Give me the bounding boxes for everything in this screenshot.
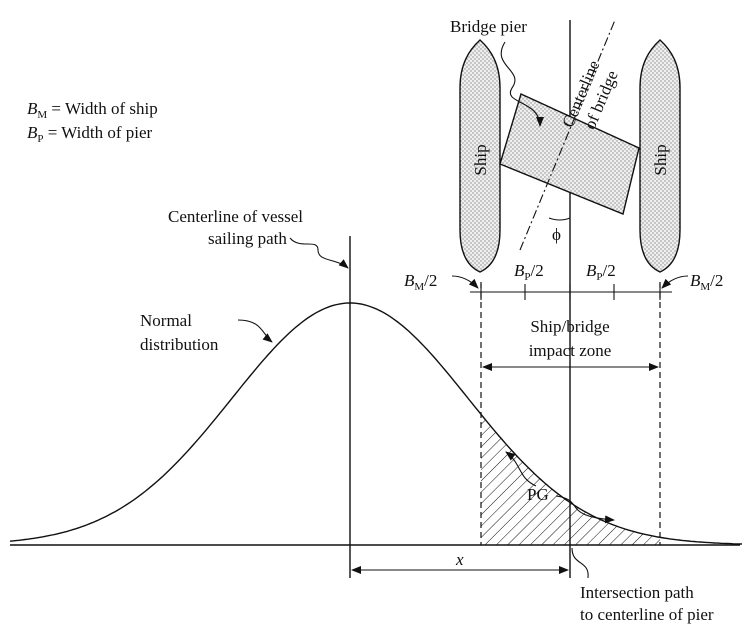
ship-right-label: Ship	[651, 144, 670, 175]
ship-right	[639, 39, 681, 273]
bridge-skew-centerline	[519, 19, 616, 251]
x-label: x	[455, 550, 464, 569]
dim-bm-left-label: BM/2	[404, 271, 437, 293]
dim-bp-left-label: BP/2	[514, 261, 544, 283]
normal-distribution-curve	[9, 302, 743, 545]
normal-distribution-leader	[237, 319, 273, 343]
vessel-centerline-label-2: sailing path	[208, 229, 287, 248]
phi-angle-arc	[548, 217, 571, 221]
ship-left	[459, 39, 501, 273]
impact-zone-label-2: impact zone	[529, 341, 612, 360]
pg-leader-right	[555, 495, 615, 524]
bm-right-arrow	[661, 275, 689, 289]
dim-bp-right-label: BP/2	[586, 261, 616, 283]
normal-distribution-label-1: Normal	[140, 311, 192, 330]
intersection-label-1: Intersection path	[580, 583, 694, 602]
legend-width-of-pier: BP = Width of pier	[27, 123, 153, 145]
pg-label: PG	[527, 485, 549, 504]
dim-bm-right-label: BM/2	[690, 271, 723, 293]
phi-label: ϕ	[552, 225, 561, 244]
bm-left-arrow	[451, 275, 479, 289]
normal-distribution-label-2: distribution	[140, 335, 219, 354]
vessel-centerline-label-1: Centerline of vessel	[168, 207, 303, 226]
intersection-leader	[571, 547, 589, 579]
intersection-label-2: to centerline of pier	[580, 605, 714, 624]
bridge-pier-leader	[500, 41, 544, 127]
impact-zone-label-1: Ship/bridge	[530, 317, 609, 336]
ship-left-label: Ship	[471, 144, 490, 175]
bridge-pier	[499, 93, 640, 215]
legend-width-of-ship: BM = Width of ship	[27, 99, 158, 121]
vessel-centerline-leader	[289, 237, 349, 269]
pg-leader-up	[505, 451, 537, 487]
bridge-pier-label: Bridge pier	[450, 17, 527, 36]
